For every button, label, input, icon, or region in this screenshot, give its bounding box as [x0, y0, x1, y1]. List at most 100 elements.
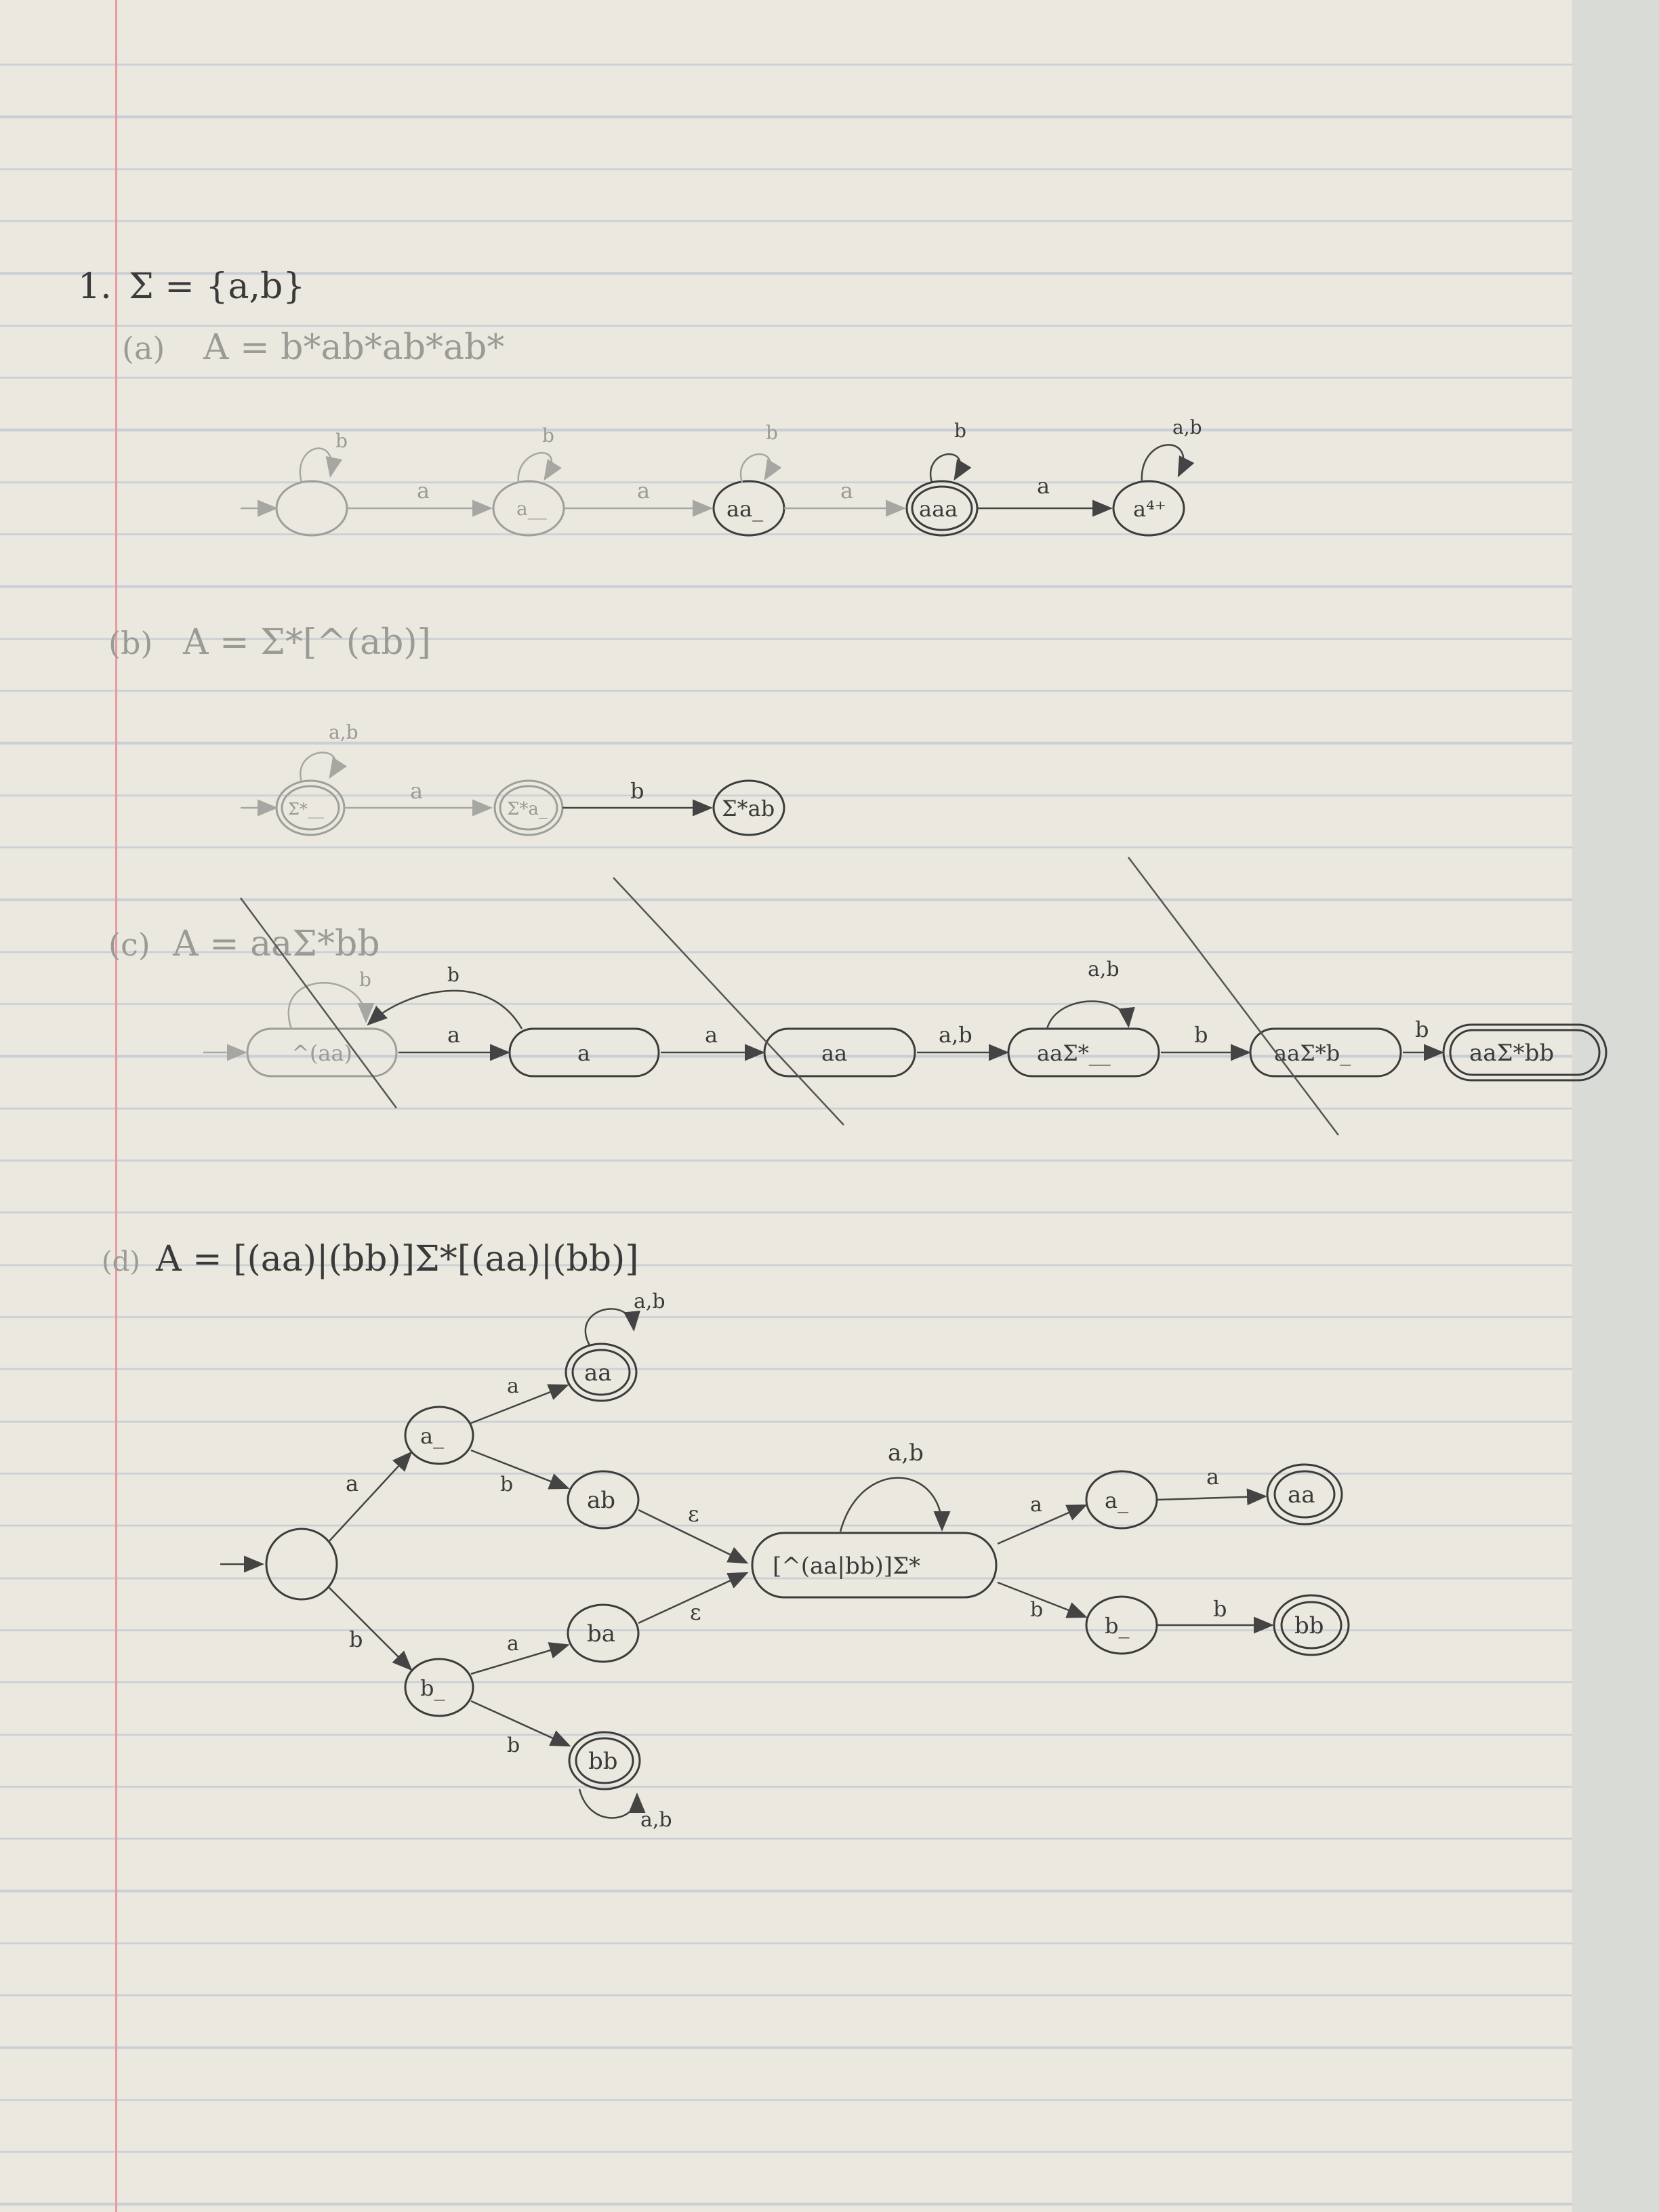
edge-d-start-b_-label: b: [349, 1626, 363, 1652]
edge-d-start-a_-label: a: [346, 1471, 359, 1496]
state-b2-label: Σ*ab: [722, 796, 775, 821]
edge-d-a_-ab: [470, 1449, 570, 1490]
edge-d-a2-aa2-label: a: [1206, 1464, 1219, 1490]
loop-c0-label: b: [359, 968, 371, 991]
state-d-b_: [404, 1658, 474, 1717]
part-a-label: (a): [122, 330, 165, 367]
loop-b0: [300, 752, 347, 783]
state-a0: [275, 480, 348, 537]
loop-d-aa-label: a,b: [634, 1290, 665, 1313]
state-d-bb2-label: bb: [1294, 1612, 1324, 1639]
state-d-bb2-accept-ring: [1280, 1601, 1343, 1650]
edge-d-b2-bb2-label: b: [1213, 1596, 1227, 1622]
state-c3-label: aaΣ*__: [1037, 1040, 1111, 1066]
state-d-aa-label: aa: [584, 1359, 612, 1387]
state-d-a2: [1085, 1470, 1158, 1530]
edge-a2-a3-label: a: [840, 478, 853, 504]
problem-number: 1.: [78, 266, 112, 307]
strike-line-2: [613, 877, 844, 1126]
edge-d-ba-mid: [638, 1572, 749, 1624]
edge-c1-c0: [367, 989, 523, 1029]
edge-c3-c4-label: b: [1194, 1022, 1208, 1048]
edge-d-a_-aa-label: a: [507, 1374, 519, 1398]
state-d-aa: [565, 1343, 638, 1402]
state-b0-accept-ring: [281, 785, 340, 831]
edge-d-ab-mid-label: ε: [688, 1501, 699, 1527]
state-d-mid: [751, 1532, 998, 1599]
loop-a2: [739, 453, 782, 483]
edge-d-start-b_: [328, 1586, 413, 1671]
loop-b0-label: a,b: [329, 721, 359, 743]
edge-d-mid-b2: [997, 1581, 1088, 1618]
state-a1-label: a__: [516, 497, 547, 520]
part-d: (d) A = [(aa)|(bb)]Σ*[(aa)|(bb)] a_ b_ a…: [102, 1239, 1350, 1832]
edge-d-a_-aa: [470, 1384, 569, 1425]
part-c: (c) A = aaΣ*bb ^(aa) a aa aaΣ*__ aaΣ*b_ …: [108, 857, 1607, 1136]
loop-a0-label: b: [335, 430, 348, 452]
loop-d-bb-label: a,b: [640, 1808, 672, 1832]
state-a3-label: aaa: [919, 496, 958, 522]
state-b1-label: Σ*a_: [507, 799, 548, 819]
part-b-label: (b): [108, 625, 152, 661]
state-d-mid-label: [^(aa|bb)]Σ*: [773, 1553, 920, 1580]
state-d-a2-label: a_: [1105, 1488, 1128, 1513]
edge-c0-c1-label: a: [447, 1022, 460, 1048]
edge-d-mid-a2-label: a: [1030, 1493, 1042, 1517]
state-a3-accept-ring: [911, 485, 973, 531]
edge-d-b_-ba-label: a: [507, 1632, 519, 1656]
part-b: (b) A = Σ*[^(ab)] Σ*__ Σ*a_ Σ*ab a b a,b: [108, 622, 785, 836]
state-d-a_-label: a_: [420, 1423, 444, 1449]
adjacent-page-edge: [1572, 0, 1659, 2212]
state-a4: [1112, 480, 1185, 537]
edge-d-ab-mid: [638, 1509, 749, 1564]
state-d-ba: [567, 1603, 640, 1663]
state-c0: [246, 1027, 398, 1078]
loop-a4-label: a,b: [1172, 416, 1202, 438]
part-c-expression: A = aaΣ*bb: [172, 924, 380, 964]
state-d-b2-label: b_: [1105, 1613, 1129, 1639]
state-c1-label: a: [577, 1040, 590, 1066]
loop-a3-label: b: [954, 419, 966, 442]
edge-d-a2-aa2: [1157, 1488, 1267, 1506]
state-d-b_-label: b_: [420, 1675, 445, 1701]
state-b1-accept-ring: [499, 785, 558, 831]
state-b2: [712, 779, 785, 836]
part-d-expression: A = [(aa)|(bb)]Σ*[(aa)|(bb)]: [155, 1239, 639, 1279]
state-c0-label: ^(aa): [291, 1040, 352, 1066]
loop-d-mid-label: a,b: [888, 1439, 924, 1467]
notebook-page: [0, 0, 1572, 2212]
edge-d-b_-bb: [470, 1700, 571, 1747]
edge-d-ba-mid-label: ε: [690, 1599, 701, 1625]
part-a-expression: A = b*ab*ab*ab*: [203, 327, 504, 368]
loop-a0: [299, 447, 343, 483]
loop-a1-label: b: [542, 424, 554, 447]
state-d-aa-accept-ring: [571, 1349, 631, 1396]
part-c-label: (c): [108, 926, 150, 963]
part-a: (a) A = b*ab*ab*ab* a__ aa_ aaa a⁴⁺ a a …: [122, 327, 1202, 537]
state-c2-label: aa: [821, 1040, 847, 1066]
loop-d-bb: [578, 1788, 646, 1819]
state-a4-label: a⁴⁺: [1133, 496, 1166, 522]
state-d-ba-label: ba: [587, 1620, 615, 1647]
edge-b0-b1-label: a: [410, 778, 423, 804]
loop-a4: [1141, 444, 1195, 483]
part-b-expression: A = Σ*[^(ab)]: [182, 622, 431, 663]
state-d-bb2: [1273, 1594, 1350, 1656]
loop-d-mid: [839, 1477, 951, 1532]
edge-c1-c0-label: b: [447, 964, 459, 986]
edge-c4-c5-label: b: [1415, 1017, 1429, 1042]
state-d-aa2-accept-ring: [1273, 1470, 1336, 1519]
state-d-start: [265, 1528, 338, 1601]
strike-line-3: [1128, 857, 1339, 1136]
state-d-bb: [568, 1731, 641, 1790]
edge-d-b_-ba: [470, 1642, 570, 1675]
loop-c0: [287, 982, 375, 1029]
edge-c1-c2-label: a: [705, 1022, 718, 1048]
part-d-label: (d): [102, 1246, 140, 1277]
edge-c2-c3-label: a,b: [939, 1022, 972, 1048]
edge-b1-b2-label: b: [630, 778, 644, 804]
state-d-bb-accept-ring: [575, 1737, 634, 1784]
edge-a1-a2-label: a: [637, 478, 650, 504]
edge-d-mid-b2-label: b: [1030, 1598, 1043, 1622]
